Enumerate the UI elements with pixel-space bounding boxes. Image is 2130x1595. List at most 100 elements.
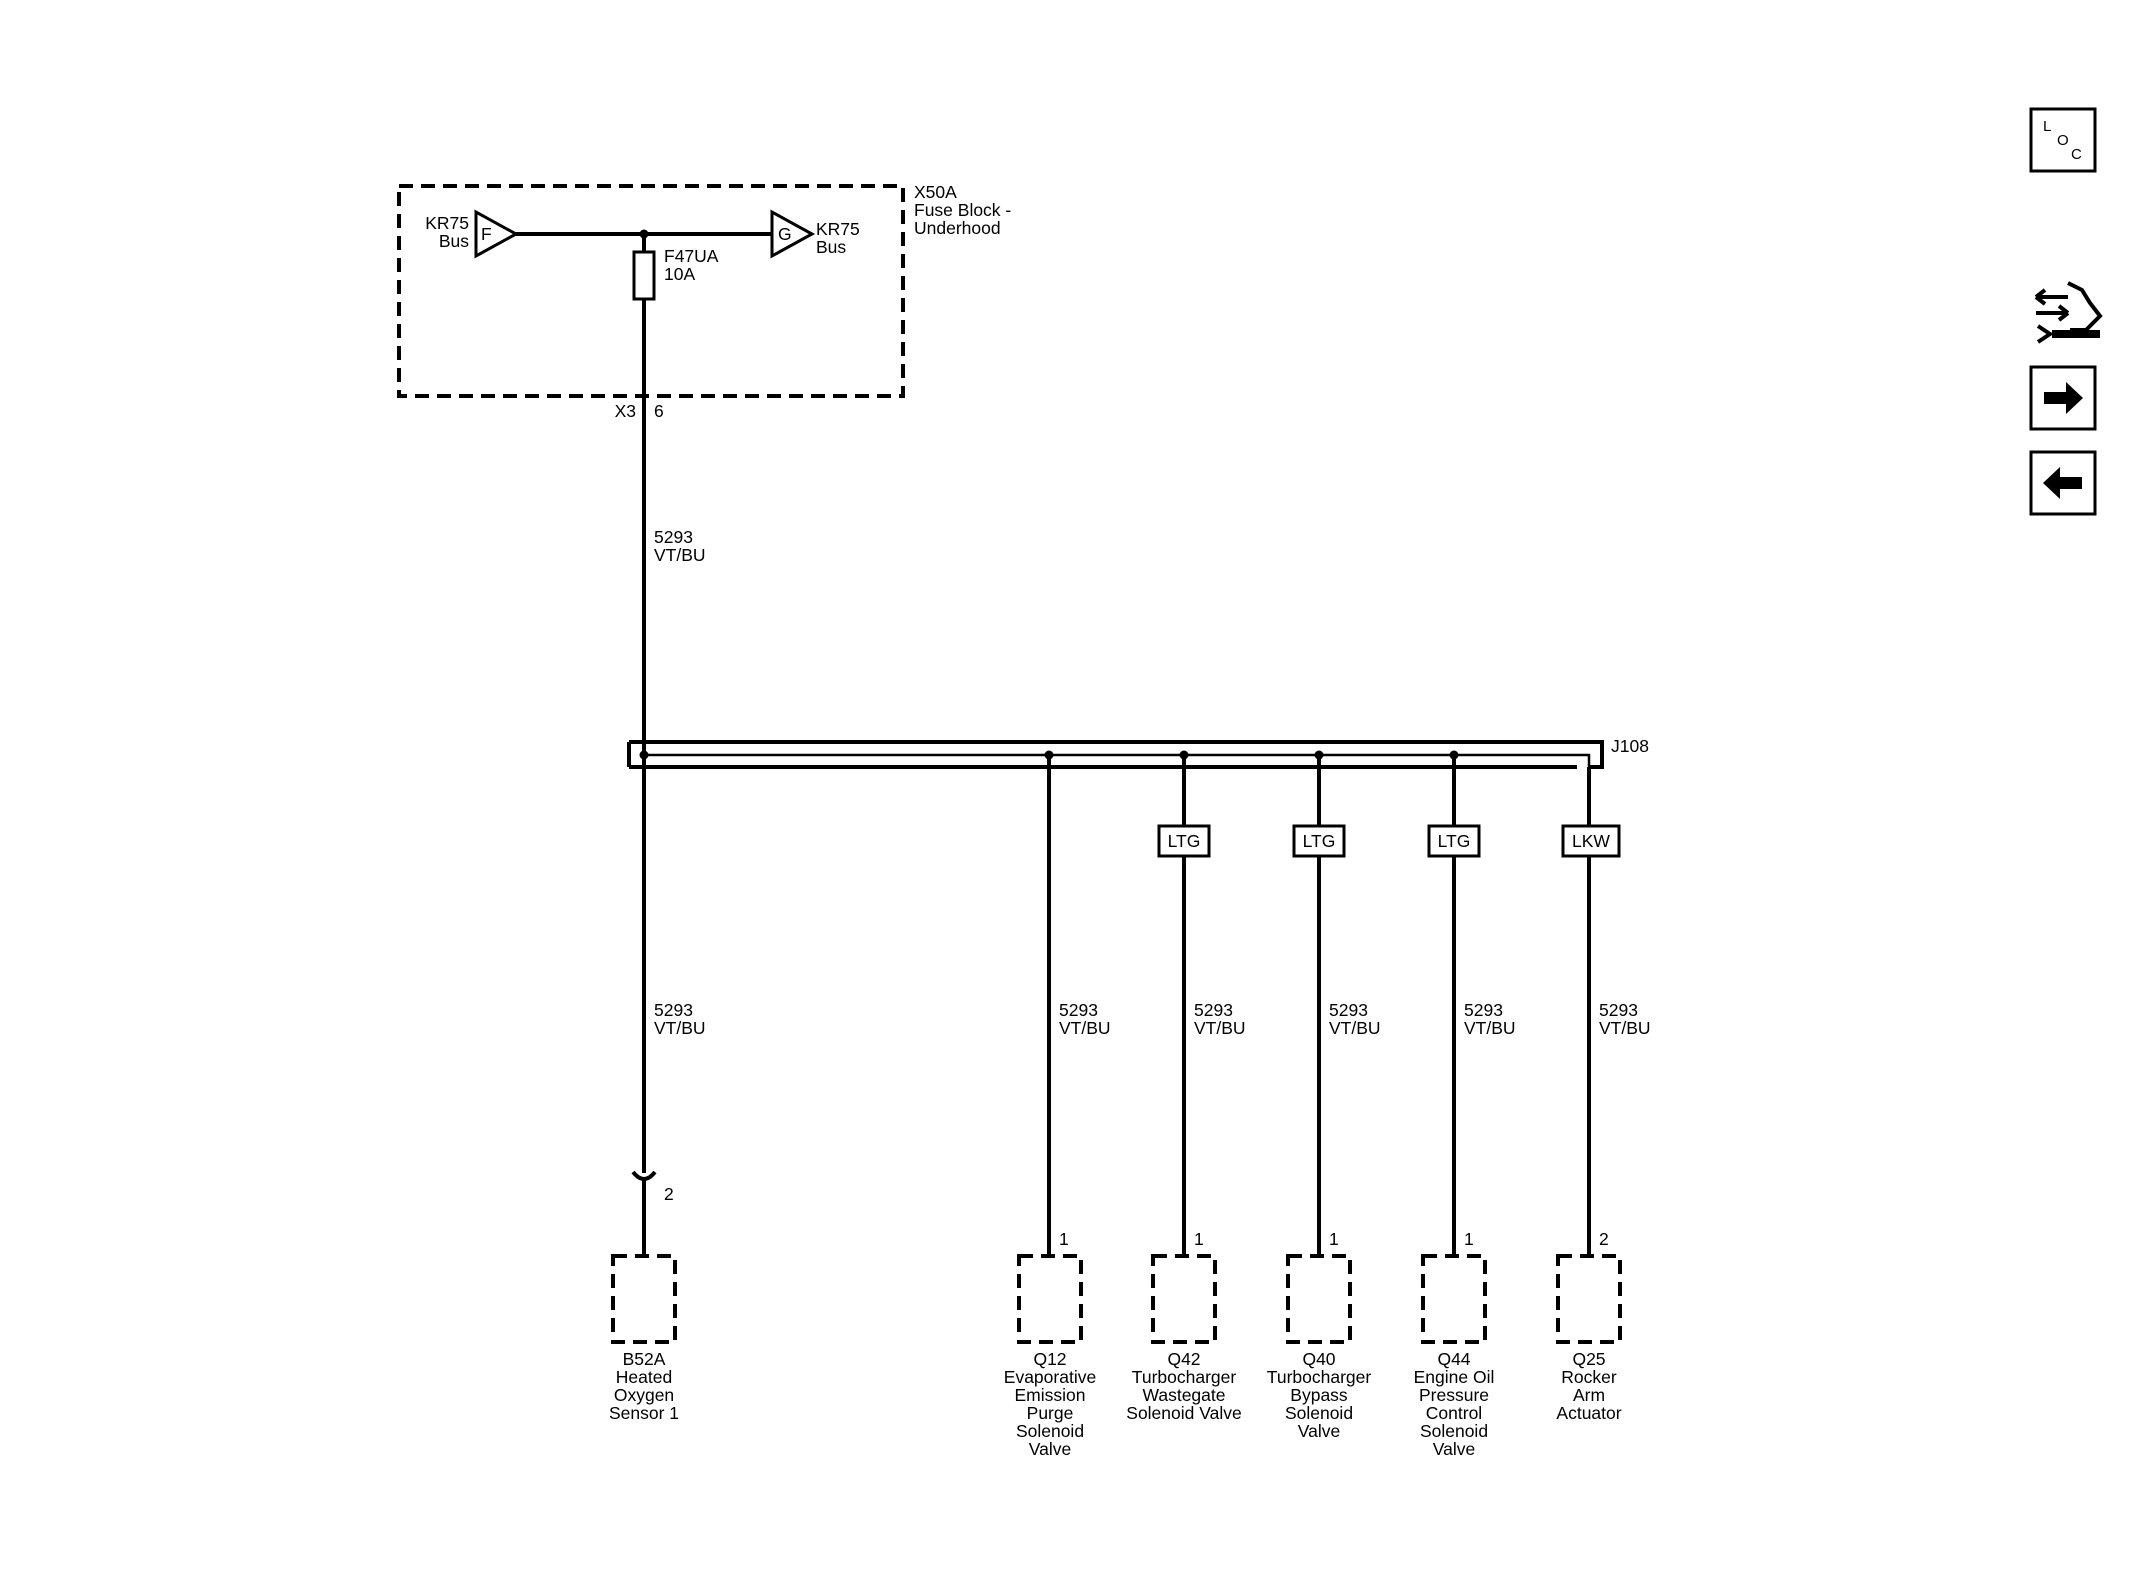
branch-q40: LTG 5293 VT/BU 1 Q40 Turbocharger Bypass…	[1267, 750, 1381, 1441]
component-q44[interactable]	[1421, 1254, 1487, 1344]
component-label-line: Rocker	[1561, 1367, 1617, 1387]
next-arrow-icon	[2044, 382, 2083, 414]
branch-color: VT/BU	[1194, 1018, 1246, 1038]
component-label-line: Q12	[1033, 1349, 1066, 1369]
component-label-line: Arm	[1573, 1385, 1605, 1405]
branch-q12: 5293 VT/BU 1 Q12 Evaporative Emission Pu…	[1004, 750, 1111, 1459]
component-label-line: Solenoid	[1420, 1421, 1488, 1441]
component-q42[interactable]	[1151, 1254, 1217, 1344]
fuse-rating: 10A	[664, 264, 695, 284]
component-label-line: Valve	[1298, 1421, 1340, 1441]
component-q25[interactable]	[1556, 1254, 1622, 1344]
branch-circuit: 5293	[654, 1000, 693, 1020]
option-tag	[1427, 824, 1481, 858]
component-label-line: Evaporative	[1004, 1367, 1096, 1387]
component-label-line: Sensor 1	[609, 1403, 679, 1423]
option-tag-label: LKW	[1572, 831, 1610, 851]
component-label-line: Valve	[1433, 1439, 1475, 1459]
option-tag-label: LTG	[1303, 831, 1336, 851]
component-label-line: Q44	[1437, 1349, 1470, 1369]
branch-pin: 1	[1329, 1229, 1339, 1249]
component-label-line: Wastegate	[1142, 1385, 1225, 1405]
main-wire-circuit: 5293	[654, 527, 693, 547]
bus-g-letter: G	[778, 224, 792, 244]
branch-circuit: 5293	[1329, 1000, 1368, 1020]
component-q12[interactable]	[1017, 1254, 1083, 1344]
inline-connector-icon	[631, 1170, 657, 1181]
back-button[interactable]	[2029, 450, 2097, 516]
next-button[interactable]	[2029, 365, 2097, 431]
fuse-block-connector: X3	[615, 401, 636, 421]
component-service-icon	[2034, 281, 2103, 344]
bus-g-connector-icon[interactable]	[770, 209, 816, 259]
branch-color: VT/BU	[1329, 1018, 1381, 1038]
bus-out-name: KR75	[816, 219, 860, 239]
fuse-block-pin: 6	[654, 401, 664, 421]
component-label-line: Q25	[1572, 1349, 1605, 1369]
branch-b52a: 5293 VT/BU 2 B52A Heated Oxygen Sensor 1	[609, 1000, 706, 1423]
branch-color: VT/BU	[1059, 1018, 1111, 1038]
component-label-line: Solenoid Valve	[1126, 1403, 1241, 1423]
loc-letter-o: O	[2057, 132, 2069, 149]
branch-q42: LTG 5293 VT/BU 1 Q42 Turbocharger Wasteg…	[1126, 750, 1246, 1423]
component-label-line: Emission	[1015, 1385, 1086, 1405]
branch-color: VT/BU	[1599, 1018, 1651, 1038]
branch-color: VT/BU	[654, 1018, 706, 1038]
fuse-block-name-line2: Underhood	[914, 218, 1001, 238]
bus-out-sub: Bus	[816, 237, 846, 257]
component-label-line: B52A	[623, 1349, 666, 1369]
loc-letter-c: C	[2071, 146, 2082, 163]
component-label-line: Q40	[1302, 1349, 1335, 1369]
branch-pin: 1	[1464, 1229, 1474, 1249]
fuse-block-name-line1: Fuse Block -	[914, 200, 1011, 220]
splice-id: J108	[1611, 736, 1649, 756]
fuse-block-id: X50A	[914, 182, 957, 202]
branch-circuit: 5293	[1599, 1000, 1638, 1020]
splice-bus	[644, 753, 1591, 767]
branch-q44: LTG 5293 VT/BU 1 Q44 Engine Oil Pressure…	[1414, 750, 1516, 1459]
fuse-block-outline	[397, 184, 905, 398]
branch-pin: 2	[1599, 1229, 1609, 1249]
component-label-line: Engine Oil	[1414, 1367, 1495, 1387]
component-label-line: Turbocharger	[1132, 1367, 1237, 1387]
component-label-line: Q42	[1167, 1349, 1200, 1369]
component-label-line: Turbocharger	[1267, 1367, 1372, 1387]
main-wire-color: VT/BU	[654, 545, 706, 565]
bus-in-sub: Bus	[439, 231, 469, 251]
option-tag	[1561, 824, 1621, 858]
bus-f-connector-icon[interactable]	[474, 209, 520, 259]
option-tag-label: LTG	[1168, 831, 1201, 851]
branch-circuit: 5293	[1194, 1000, 1233, 1020]
bus-f-letter: F	[481, 224, 492, 244]
option-tag	[1157, 824, 1211, 858]
branch-color: VT/BU	[1464, 1018, 1516, 1038]
component-label-line: Control	[1426, 1403, 1482, 1423]
option-tag	[1292, 824, 1346, 858]
loc-icon	[2029, 107, 2097, 173]
component-label-line: Pressure	[1419, 1385, 1489, 1405]
component-label-line: Valve	[1029, 1439, 1071, 1459]
back-arrow-icon	[2043, 467, 2082, 499]
loc-letter-l: L	[2043, 118, 2051, 135]
fuse-name: F47UA	[664, 246, 719, 266]
bus-in-name: KR75	[425, 213, 469, 233]
fuse-icon[interactable]	[632, 250, 656, 301]
branch-q25: LKW 5293 VT/BU 2 Q25 Rocker Arm Actuator	[1556, 767, 1651, 1423]
branch-pin: 1	[1194, 1229, 1204, 1249]
component-label-line: Solenoid	[1016, 1421, 1084, 1441]
branch-circuit: 5293	[1059, 1000, 1098, 1020]
component-label-line: Actuator	[1556, 1403, 1621, 1423]
component-label-line: Oxygen	[614, 1385, 674, 1405]
component-label-line: Heated	[616, 1367, 672, 1387]
component-q40[interactable]	[1286, 1254, 1352, 1344]
component-b52a[interactable]	[611, 1254, 677, 1344]
loc-button[interactable]: L O C	[2029, 107, 2097, 173]
branch-pin: 2	[664, 1184, 674, 1204]
component-label-line: Purge	[1027, 1403, 1074, 1423]
component-label-line: Bypass	[1290, 1385, 1348, 1405]
component-service-button[interactable]	[2034, 281, 2103, 344]
branch-circuit: 5293	[1464, 1000, 1503, 1020]
component-label-line: Solenoid	[1285, 1403, 1353, 1423]
branch-pin: 1	[1059, 1229, 1069, 1249]
